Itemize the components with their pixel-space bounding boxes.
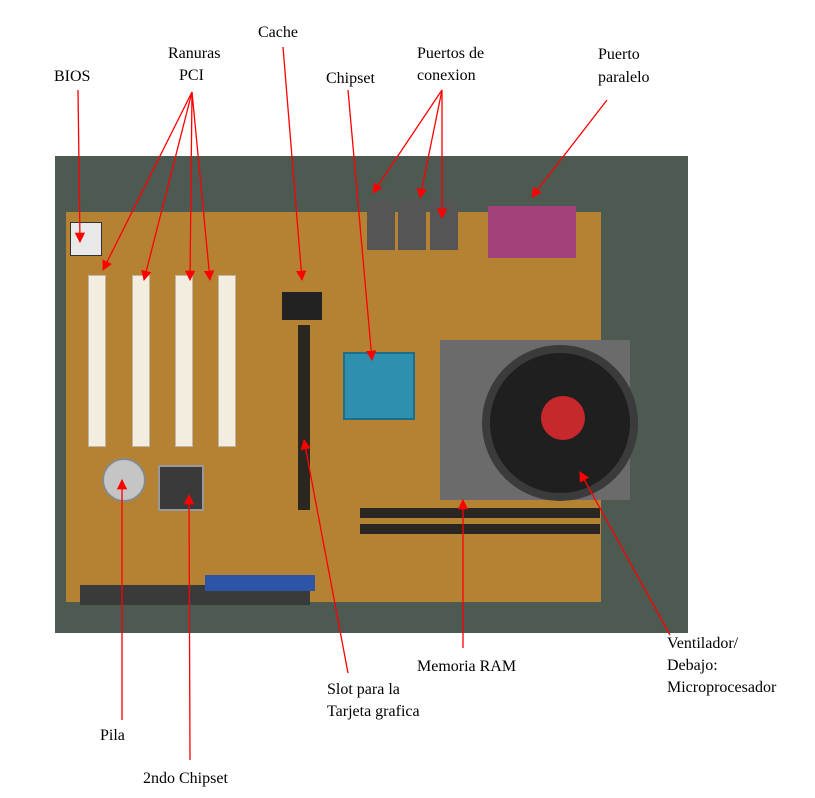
connection-port-1 (367, 200, 395, 250)
connection-port-3 (430, 200, 458, 250)
ram-slot-2 (360, 524, 600, 534)
connection-port-2 (398, 200, 426, 250)
label-ventilador-line2: Debajo: (667, 657, 718, 674)
arrow-chipset2 (183, 493, 195, 761)
label-ranuras-line2: PCI (179, 67, 204, 84)
arrow-slot (300, 438, 349, 674)
ide-connector-blue (205, 575, 315, 591)
parallel-port (488, 206, 576, 258)
fan-hub (541, 396, 585, 440)
arrow-bios (74, 89, 86, 244)
arrow-pci-4 (191, 91, 215, 282)
arrow-pci-1 (102, 91, 193, 271)
cpu-fan (482, 345, 638, 501)
arrow-chipset (347, 89, 377, 362)
label-puertos-line2: conexion (417, 67, 476, 84)
label-ram: Memoria RAM (417, 658, 517, 675)
arrow-cache (282, 46, 307, 282)
label-paralelo-line2: paralelo (598, 69, 650, 86)
label-ventilador-line3: Microprocesador (667, 679, 777, 696)
label-chipset2: 2ndo Chipset (143, 770, 228, 787)
label-slot-line1: Slot para la (327, 681, 400, 698)
arrow-puertos-2 (416, 89, 443, 200)
pci-slot-4 (218, 275, 236, 447)
arrow-pci-2 (141, 91, 193, 282)
arrow-puertos-1 (372, 89, 443, 194)
second-chipset (158, 465, 204, 511)
ram-slot-1 (360, 508, 600, 518)
arrow-ventilador (579, 471, 671, 636)
pci-slot-3 (175, 275, 193, 447)
label-pila: Pila (100, 727, 125, 744)
label-ventilador-line1: Ventilador/ (667, 635, 739, 652)
arrow-paralelo (531, 99, 608, 198)
label-paralelo-line1: Puerto (598, 46, 640, 63)
agp-slot (298, 325, 310, 510)
chipset-heatsink (343, 352, 415, 420)
label-chipset: Chipset (326, 70, 375, 87)
label-slot-line2: Tarjeta grafica (327, 703, 420, 720)
label-cache: Cache (258, 24, 298, 41)
pci-slot-2 (132, 275, 150, 447)
label-bios: BIOS (54, 68, 91, 85)
label-ranuras-line1: Ranuras (168, 45, 221, 62)
cache-chip (282, 292, 322, 320)
label-puertos-line1: Puertos de (417, 45, 485, 62)
pci-slot-1 (88, 275, 106, 447)
arrow-pci-3 (184, 91, 196, 282)
